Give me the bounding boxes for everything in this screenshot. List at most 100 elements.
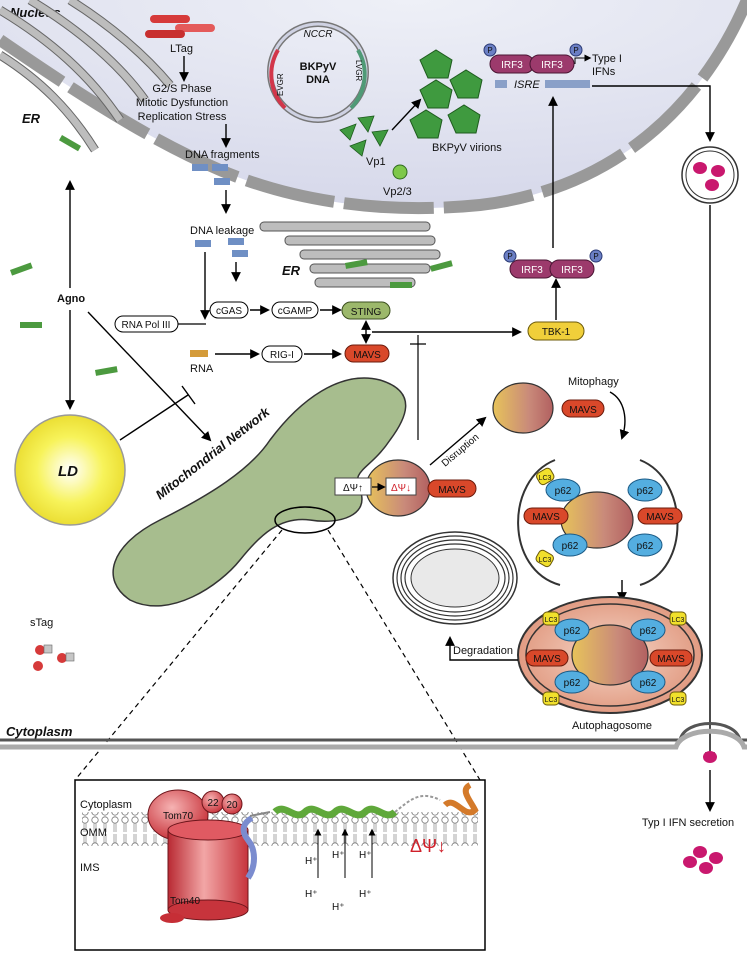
mavs-a2: MAVS xyxy=(657,654,685,665)
lc3-c: LC3 xyxy=(545,617,558,624)
evgr-label: EVGR xyxy=(276,73,285,96)
inset-ims-label: IMS xyxy=(80,862,100,874)
disrupted-mitochondrion xyxy=(492,382,554,434)
dna-leakage-icons xyxy=(195,238,248,257)
effect-2: Mitotic Dysfunction xyxy=(136,97,228,109)
secreted-ifn-1 xyxy=(703,751,717,763)
mavs-group-1: MAVS MAVS xyxy=(523,507,683,525)
mavs-p2: MAVS xyxy=(646,512,674,523)
mitophagy-label: Mitophagy xyxy=(568,376,619,388)
p62-g: p62 xyxy=(564,678,581,689)
lc3-group-2: LC3 LC3 LC3 LC3 xyxy=(542,611,687,706)
ltag-cluster xyxy=(145,15,215,38)
cgas-label: cGAS xyxy=(216,306,242,317)
p62-e: p62 xyxy=(564,626,581,637)
h-3: H⁺ xyxy=(359,850,372,861)
ltag-label: LTag xyxy=(170,43,193,55)
cgamp-box xyxy=(271,301,319,319)
p62-group-1: p62 p62 p62 p62 xyxy=(545,478,663,557)
lc3-b: LC3 xyxy=(539,557,552,564)
p62-group-2: p62 p62 p62 p62 xyxy=(554,618,666,694)
mavs-a1: MAVS xyxy=(533,654,561,665)
effect-1: G2/S Phase xyxy=(152,83,211,95)
h-1: H⁺ xyxy=(305,856,318,867)
secreted-ifns xyxy=(683,846,723,874)
er-top xyxy=(0,0,174,153)
h-4: H⁺ xyxy=(305,889,318,900)
lc3-d: LC3 xyxy=(672,617,685,624)
inset-omm-label: OMM xyxy=(80,827,107,839)
agno-helices xyxy=(9,135,453,376)
mavs-group-2: MAVS MAVS xyxy=(525,649,693,667)
mavs-p1: MAVS xyxy=(532,512,560,523)
inset-cytoplasm-label: Cytoplasm xyxy=(80,799,132,811)
autophagosome-label: Autophagosome xyxy=(572,720,652,732)
stag-label: sTag xyxy=(30,617,53,629)
plasma-membrane xyxy=(0,722,747,750)
dna-leakage-label: DNA leakage xyxy=(190,225,254,237)
er-top-label: ER xyxy=(22,111,41,126)
effect-3: Replication Stress xyxy=(138,111,227,123)
tbk1-box xyxy=(527,321,585,341)
p62-c: p62 xyxy=(562,541,579,552)
ld-label: LD xyxy=(58,463,78,480)
lc3-e: LC3 xyxy=(545,697,558,704)
inset-dpsi-label: ΔΨ↓ xyxy=(410,836,446,856)
ifn-line1: Type I xyxy=(592,53,622,65)
dpsi-up-box xyxy=(334,477,372,496)
bkpyv-genome: BKPyV DNA NCCR EVGR LVGR xyxy=(267,21,369,123)
mavs-box xyxy=(344,344,390,363)
mavs-disrupt-label: MAVS xyxy=(569,405,597,416)
p62-h: p62 xyxy=(640,678,657,689)
tom22-label: 22 xyxy=(207,798,219,809)
vp23-label: Vp2/3 xyxy=(383,186,412,198)
p62-d: p62 xyxy=(637,541,654,552)
dpsi-up-label: ΔΨ↑ xyxy=(343,483,363,494)
p-cyto-1: P xyxy=(507,252,512,261)
tom40-label: Tom40 xyxy=(170,896,200,907)
p-cyto-2: P xyxy=(593,252,598,261)
rna-icon xyxy=(190,350,208,357)
lc3-f: LC3 xyxy=(672,697,685,704)
vp23-protein xyxy=(392,164,408,180)
tom70-label: Tom70 xyxy=(163,811,193,822)
h-5: H⁺ xyxy=(332,902,345,913)
lipid-droplet xyxy=(14,414,126,526)
rigi-box xyxy=(261,345,303,363)
ifn-vesicle xyxy=(681,146,739,204)
stag-proteins xyxy=(33,644,75,671)
h-6: H⁺ xyxy=(359,889,372,900)
isre-dna xyxy=(495,80,590,88)
irf3-dimer-cyto: IRF3 IRF3 P P xyxy=(503,249,603,279)
genome-line1: BKPyV xyxy=(300,61,337,73)
irf3-dimer-nuclear: IRF3 IRF3 P P xyxy=(483,43,583,74)
sting-box xyxy=(341,301,391,320)
irf3-label-1: IRF3 xyxy=(501,60,523,71)
vp1-label: Vp1 xyxy=(366,156,386,168)
p62-a: p62 xyxy=(555,486,572,497)
cytoplasm-label: Cytoplasm xyxy=(6,724,73,739)
mavs-frag-label: MAVS xyxy=(438,485,466,496)
tom20-label: 20 xyxy=(226,800,238,811)
agno-label: Agno xyxy=(57,293,85,305)
p62-b: p62 xyxy=(637,486,654,497)
cgas-box xyxy=(209,301,249,319)
er-mid xyxy=(259,221,441,288)
mavs-disrupt xyxy=(561,399,605,418)
lc3-group-1: LC3 LC3 xyxy=(535,467,555,568)
mavs-frag xyxy=(427,479,477,498)
virions-label: BKPyV virions xyxy=(432,142,502,154)
rigi-label: RIG-I xyxy=(270,350,294,361)
p-label-1: P xyxy=(487,46,492,55)
degradation-label: Degradation xyxy=(453,645,513,657)
irf3-cyto-label-2: IRF3 xyxy=(561,265,583,276)
proton-arrows xyxy=(314,828,376,878)
dna-fragment-icons xyxy=(192,164,230,185)
dpsi-down-label: ΔΨ↓ xyxy=(391,483,411,494)
er-mid-label: ER xyxy=(282,263,301,278)
inset-box xyxy=(74,779,486,951)
irf3-label-2: IRF3 xyxy=(541,60,563,71)
dpsi-down-box xyxy=(385,477,417,496)
